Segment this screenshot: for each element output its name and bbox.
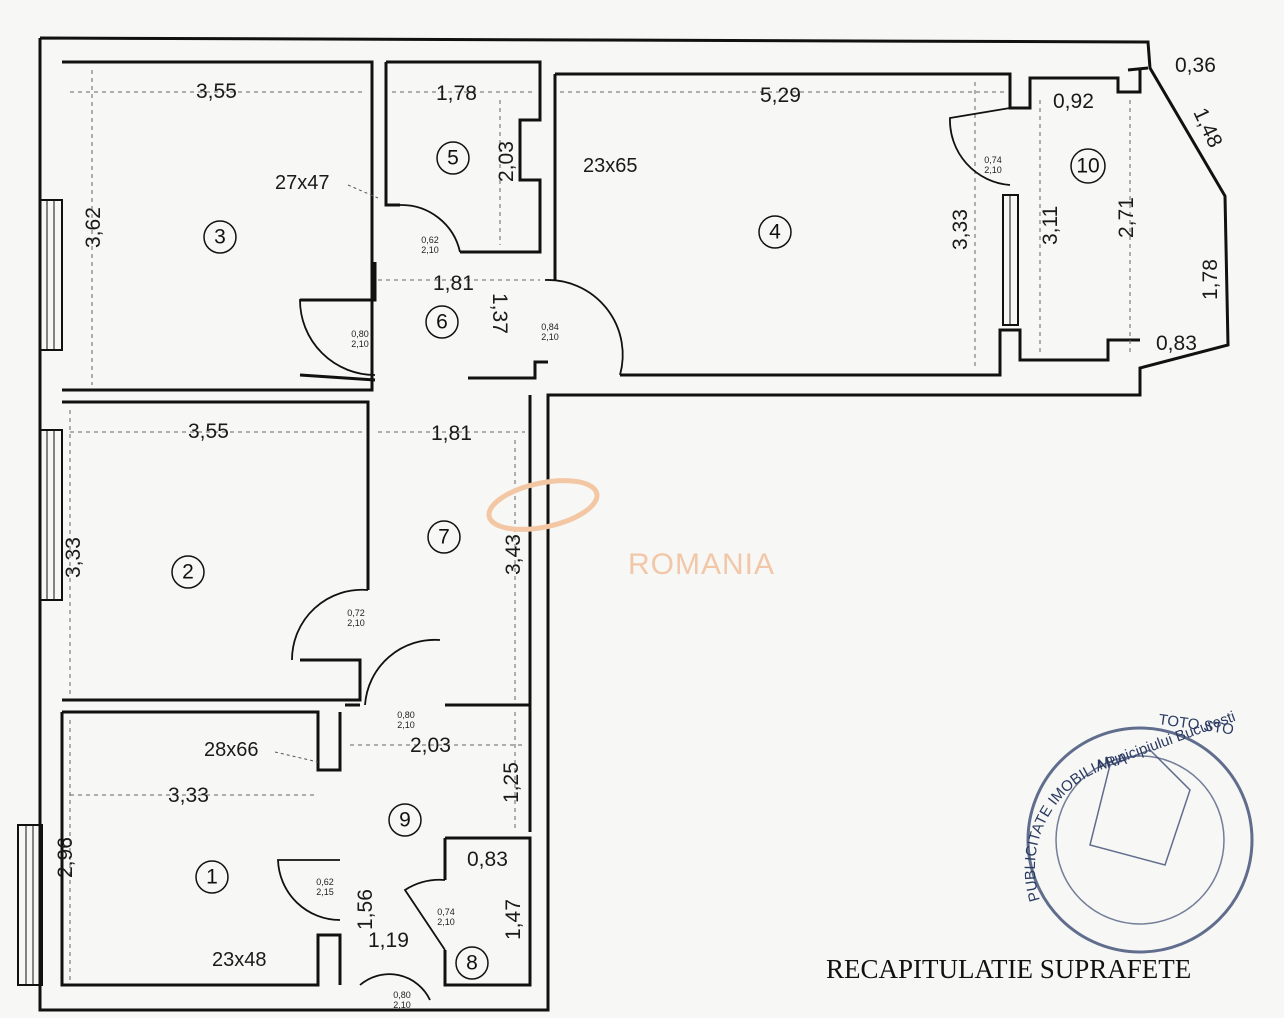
opening-23x65: 23x65 (583, 155, 638, 177)
dim-r2-width: 3,55 (188, 420, 229, 443)
dim-r6-height: 1,37 (488, 293, 511, 334)
room-6-number: 6 (436, 311, 448, 334)
official-stamp: PUBLICITATE IMOBILIARA Municipiului Bucu… (1022, 708, 1254, 954)
dim-r4-width: 5,29 (760, 84, 801, 107)
dim-r10-side: 1,78 (1199, 259, 1222, 300)
room-10-number: 10 (1076, 155, 1099, 178)
room-2-number: 2 (182, 561, 194, 584)
dim-r3-width: 3,55 (196, 80, 237, 103)
room-walls (60, 60, 1142, 987)
dim-r7-height: 3,43 (502, 534, 525, 575)
outer-walls (17, 36, 1230, 1012)
dim-corner: 0,36 (1175, 54, 1216, 77)
dim-hall-b: 1,19 (368, 929, 409, 952)
dim-r1-height: 2,96 (54, 837, 77, 878)
room-3-number: 3 (214, 226, 226, 249)
door-swings (277, 107, 1011, 1001)
room-5-number: 5 (447, 147, 459, 170)
opening-28x66: 28x66 (204, 739, 259, 761)
room-markers: 3 4 5 10 6 2 7 9 1 8 (171, 141, 1106, 980)
stamp-ring-text: PUBLICITATE IMOBILIARA (1022, 751, 1128, 904)
opening-23x48: 23x48 (212, 949, 267, 971)
dim-hall-a: 1,56 (354, 889, 377, 930)
dim-r9-height: 1,25 (500, 762, 523, 803)
dim-r2-height: 3,33 (62, 537, 85, 578)
room-1-number: 1 (206, 866, 218, 889)
watermark: ROMANIA (486, 478, 775, 581)
dim-r8-height: 1,47 (502, 899, 525, 940)
dim-r8-width: 0,83 (467, 848, 508, 871)
dim-r9-width: 2,03 (410, 734, 451, 757)
dim-r10-height-b: 2,71 (1115, 197, 1138, 238)
dim-r10-top: 0,92 (1053, 90, 1094, 113)
dimension-labels: 3,55 3,62 1,78 2,03 5,29 3,33 0,92 3,11 … (54, 54, 1227, 952)
room-8-number: 8 (466, 952, 478, 975)
dim-r5-width: 1,78 (436, 82, 477, 105)
dim-r3-height: 3,62 (82, 207, 105, 248)
summary-title: RECAPITULATIE SUPRAFETE (826, 954, 1191, 984)
dimension-lines (69, 70, 1131, 980)
opening-labels: 27x47 23x65 28x66 23x48 (204, 155, 638, 971)
dim-r5-height: 2,03 (495, 141, 518, 182)
dim-r1-width: 3,33 (168, 784, 209, 807)
opening-27x47: 27x47 (275, 172, 330, 194)
dim-r6-width: 1,81 (433, 272, 474, 295)
watermark-text: ROMANIA (628, 548, 775, 581)
dim-r4-height: 3,33 (949, 209, 972, 250)
room-7-number: 7 (438, 526, 450, 549)
dim-r10-height-a: 3,11 (1039, 206, 1062, 245)
dim-r7-width: 1,81 (431, 422, 472, 445)
room-4-number: 4 (769, 221, 781, 244)
room-9-number: 9 (399, 809, 411, 832)
dim-r10-bottom: 0,83 (1156, 332, 1197, 355)
